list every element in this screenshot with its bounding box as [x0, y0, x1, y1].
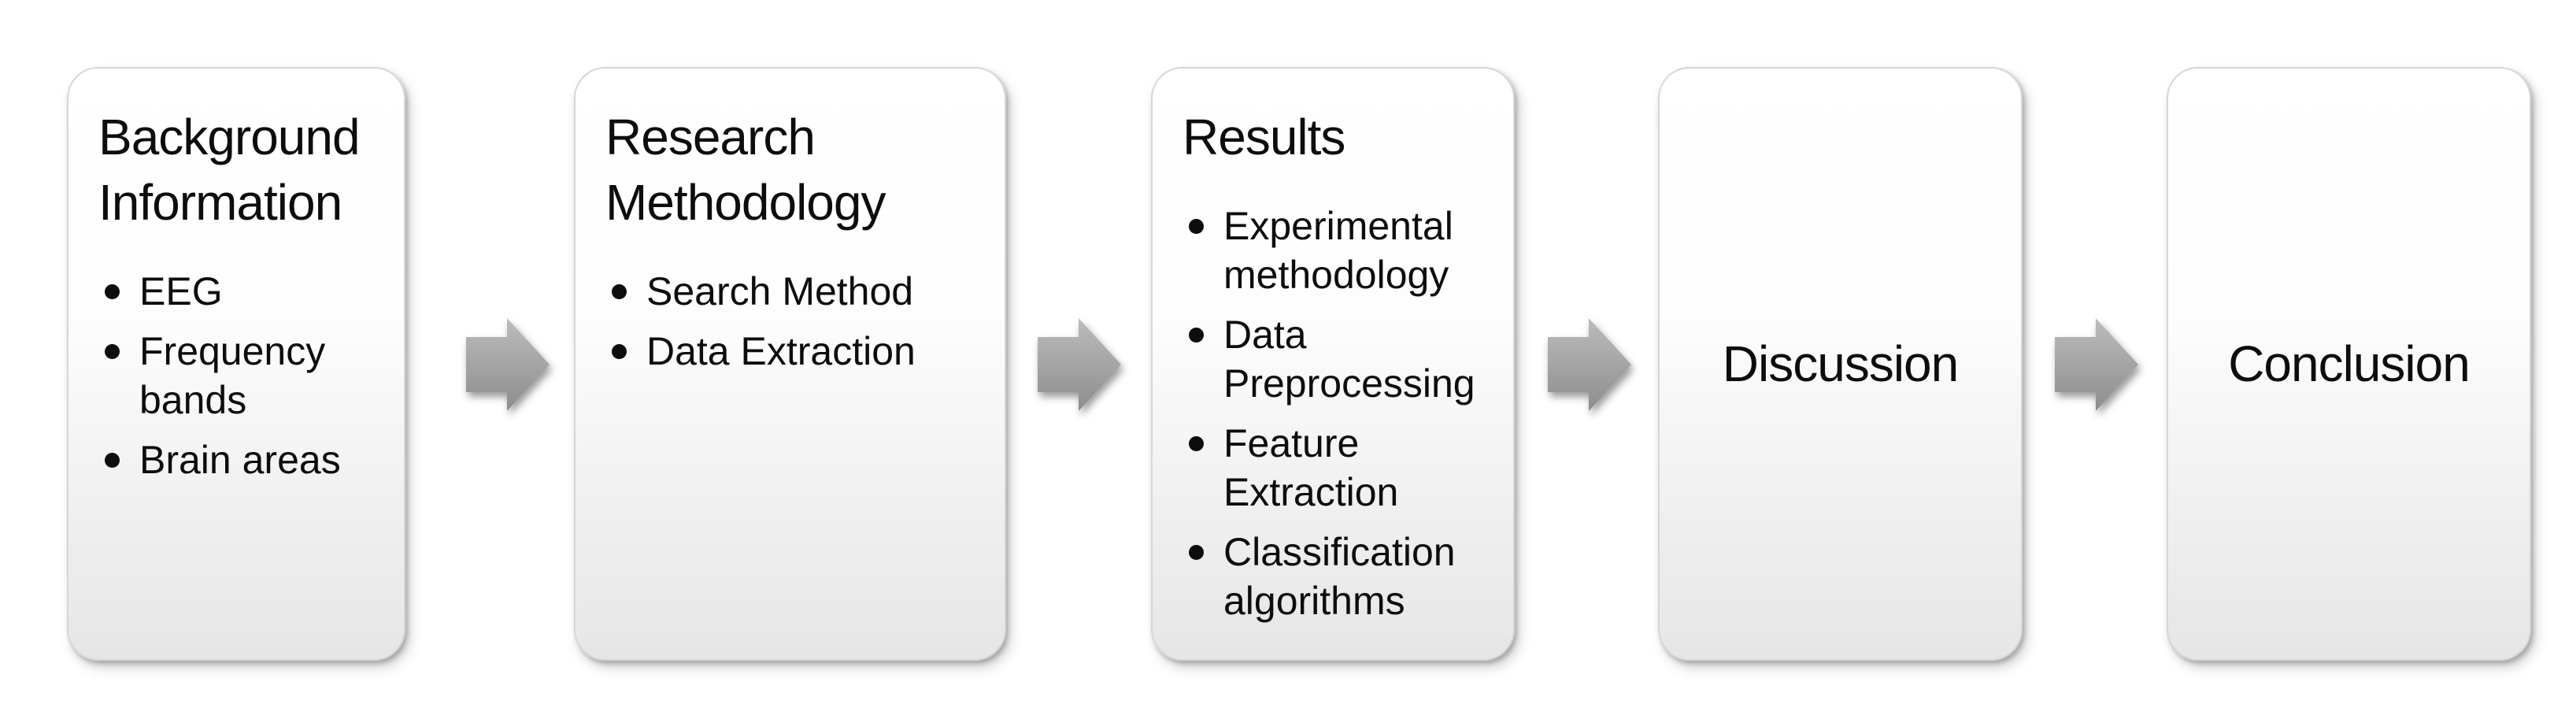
stage-title: Conclusion — [2228, 335, 2471, 392]
stage-title: Results — [1183, 109, 1345, 165]
flow-arrow-right-icon — [2055, 318, 2138, 411]
stage-box-conclusion: Conclusion — [2167, 67, 2531, 661]
stage-box-results: Results Experimental methodology Data Pr… — [1151, 67, 1515, 661]
bullet-item: Search Method — [605, 267, 975, 316]
bullet-item: Experimental methodology — [1183, 202, 1483, 299]
bullet-item: Frequency bands — [98, 327, 374, 424]
stage-box-background-information: Background Information EEG Frequency ban… — [67, 67, 405, 661]
stage-title: Background Information — [98, 109, 361, 231]
stage-bullet-list: Experimental methodology Data Preprocess… — [1183, 202, 1483, 625]
bullet-item: Data Preprocessing — [1183, 310, 1483, 408]
bullet-item: Feature Extraction — [1183, 419, 1483, 517]
stage-bullet-list: EEG Frequency bands Brain areas — [98, 267, 374, 484]
bullet-item: Brain areas — [98, 435, 374, 484]
bullet-item: Data Extraction — [605, 327, 975, 376]
flow-arrow-right-icon — [1038, 318, 1121, 411]
stage-box-discussion: Discussion — [1658, 67, 2023, 661]
bullet-item: EEG — [98, 267, 374, 316]
stage-title: Research Methodology — [605, 109, 886, 231]
stage-title: Discussion — [1722, 335, 1959, 392]
stage-bullet-list: Search Method Data Extraction — [605, 267, 975, 376]
flow-arrow-right-icon — [1548, 318, 1631, 411]
flow-arrow-right-icon — [466, 318, 550, 411]
bullet-item: Classification algorithms — [1183, 528, 1483, 625]
stage-box-research-methodology: Research Methodology Search Method Data … — [574, 67, 1006, 661]
